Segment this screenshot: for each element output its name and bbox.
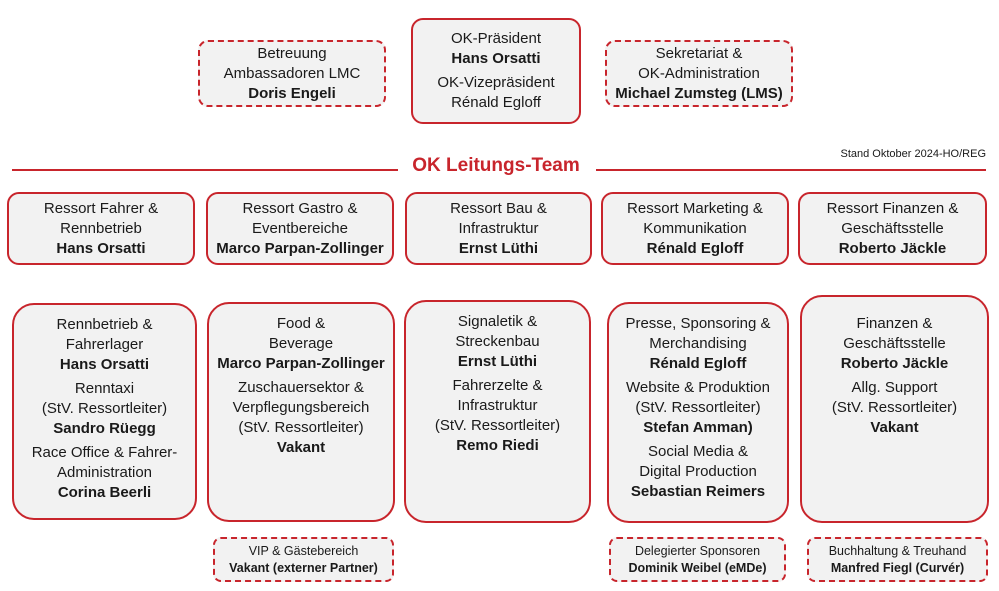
ressort-name: Rénald Egloff	[646, 239, 744, 257]
detail-text: Rennbetrieb &	[56, 316, 153, 333]
detail-text: (StV. Ressortleiter)	[635, 399, 761, 416]
ressort-line2: Kommunikation	[643, 219, 747, 237]
ressort-line2: Rennbetrieb	[60, 219, 142, 237]
betreuung-line2: Ambassadoren LMC	[223, 64, 361, 82]
detail-text: Race Office & Fahrer-	[31, 444, 178, 461]
detail-box-finanzen: Finanzen & Geschäftsstelle Roberto Jäckl…	[800, 295, 989, 523]
detail-name: Vakant	[276, 439, 326, 456]
ressort-name: Hans Orsatti	[56, 239, 146, 257]
detail-name: Ernst Lüthi	[457, 353, 538, 370]
ressort-box: Ressort Bau & Infrastruktur Ernst Lüthi	[405, 192, 592, 265]
detail-box-bau: Signaletik & Streckenbau Ernst Lüthi Fah…	[404, 300, 591, 523]
ressort-line1: Ressort Gastro &	[242, 199, 358, 217]
detail-name: Corina Beerli	[57, 484, 152, 501]
buchhaltung-name: Manfred Fiegl (Curvér)	[830, 560, 965, 575]
box-vip: VIP & Gästebereich Vakant (externer Part…	[213, 537, 394, 582]
ressort-line2: Geschäftsstelle	[841, 219, 944, 237]
detail-name: Sebastian Reimers	[630, 483, 766, 500]
detail-text: Signaletik &	[457, 313, 538, 330]
ressort-box: Ressort Marketing & Kommunikation Rénald…	[601, 192, 789, 265]
box-buchhaltung: Buchhaltung & Treuhand Manfred Fiegl (Cu…	[807, 537, 988, 582]
detail-text: Presse, Sponsoring &	[625, 315, 771, 332]
box-sponsoren: Delegierter Sponsoren Dominik Weibel (eM…	[609, 537, 786, 582]
detail-text: Beverage	[268, 335, 334, 352]
detail-name: Vakant	[870, 419, 919, 436]
detail-text: Geschäftsstelle	[843, 335, 946, 352]
detail-name: Hans Orsatti	[59, 356, 150, 373]
detail-text: Verpflegungsbereich	[232, 399, 370, 416]
sekretariat-line1: Sekretariat &	[655, 44, 743, 62]
box-sekretariat: Sekretariat & OK-Administration Michael …	[605, 40, 793, 107]
ressort-name: Ernst Lüthi	[458, 239, 539, 257]
detail-box-marketing: Presse, Sponsoring & Merchandising Rénal…	[607, 302, 789, 523]
betreuung-line1: Betreuung	[257, 44, 327, 62]
ressort-line2: Infrastruktur	[458, 219, 539, 237]
sponsoren-label: Delegierter Sponsoren	[634, 543, 761, 558]
ressort-line1: Ressort Finanzen &	[826, 199, 959, 217]
box-president: OK-Präsident Hans Orsatti OK-Vizepräside…	[411, 18, 581, 124]
detail-name: Rénald Egloff	[649, 355, 747, 372]
detail-text: (StV. Ressortleiter)	[434, 417, 561, 434]
vip-name: Vakant (externer Partner)	[229, 560, 378, 575]
detail-text: Administration	[56, 464, 153, 481]
detail-name: Remo Riedi	[456, 437, 539, 454]
president-name: Hans Orsatti	[451, 50, 541, 67]
detail-name: Roberto Jäckle	[840, 355, 949, 372]
detail-text: Fahrerlager	[65, 336, 144, 353]
detail-text: Food &	[276, 315, 326, 332]
detail-text: Social Media &	[647, 443, 749, 460]
detail-text: Merchandising	[649, 335, 747, 352]
betreuung-name: Doris Engeli	[248, 84, 336, 102]
ressort-name: Roberto Jäckle	[838, 239, 947, 257]
president-role: OK-Präsident	[450, 30, 542, 47]
detail-text: (StV. Ressortleiter)	[831, 399, 958, 416]
detail-text: Streckenbau	[455, 333, 540, 350]
box-betreuung: Betreuung Ambassadoren LMC Doris Engeli	[198, 40, 386, 107]
team-title: OK Leitungs-Team	[412, 155, 580, 176]
detail-text: Allg. Support	[851, 379, 938, 396]
stand-date: Stand Oktober 2024-HO/REG	[840, 148, 986, 160]
detail-text: Website & Produktion	[626, 379, 770, 396]
detail-box-fahrer: Rennbetrieb & Fahrerlager Hans Orsatti R…	[12, 303, 197, 520]
detail-text: Fahrerzelte &	[452, 377, 543, 394]
detail-text: Renntaxi	[74, 380, 135, 397]
ressort-line1: Ressort Marketing &	[627, 199, 763, 217]
ressort-box: Ressort Fahrer & Rennbetrieb Hans Orsatt…	[7, 192, 195, 265]
detail-text: (StV. Ressortleiter)	[238, 419, 364, 436]
ressort-line1: Ressort Fahrer &	[43, 199, 159, 217]
detail-text: Infrastruktur	[457, 397, 538, 414]
ressort-box: Ressort Finanzen & Geschäftsstelle Rober…	[798, 192, 987, 265]
detail-name: Stefan Amman)	[643, 419, 753, 436]
ressort-line1: Ressort Bau &	[450, 199, 547, 217]
detail-name: Sandro Rüegg	[53, 420, 156, 437]
detail-text: Digital Production	[639, 463, 757, 480]
ressort-name: Marco Parpan-Zollinger	[216, 239, 384, 257]
ressort-box: Ressort Gastro & Eventbereiche Marco Par…	[206, 192, 394, 265]
detail-box-gastro: Food & Beverage Marco Parpan-Zollinger Z…	[207, 302, 395, 522]
detail-text: Zuschauersektor &	[238, 379, 364, 396]
title-rule-left	[12, 169, 398, 171]
vicepresident-role: OK-Vizepräsident	[437, 74, 555, 91]
sekretariat-line2: OK-Administration	[638, 64, 760, 82]
buchhaltung-label: Buchhaltung & Treuhand	[828, 543, 967, 558]
detail-text: (StV. Ressortleiter)	[41, 400, 168, 417]
ressort-line2: Eventbereiche	[252, 219, 348, 237]
title-rule-right	[596, 169, 986, 171]
sponsoren-name: Dominik Weibel (eMDe)	[628, 560, 767, 575]
sekretariat-name: Michael Zumsteg (LMS)	[615, 84, 783, 102]
vip-label: VIP & Gästebereich	[248, 543, 359, 558]
detail-name: Marco Parpan-Zollinger	[217, 355, 385, 372]
detail-text: Finanzen &	[856, 315, 933, 332]
vicepresident-name: Rénald Egloff	[451, 94, 541, 111]
